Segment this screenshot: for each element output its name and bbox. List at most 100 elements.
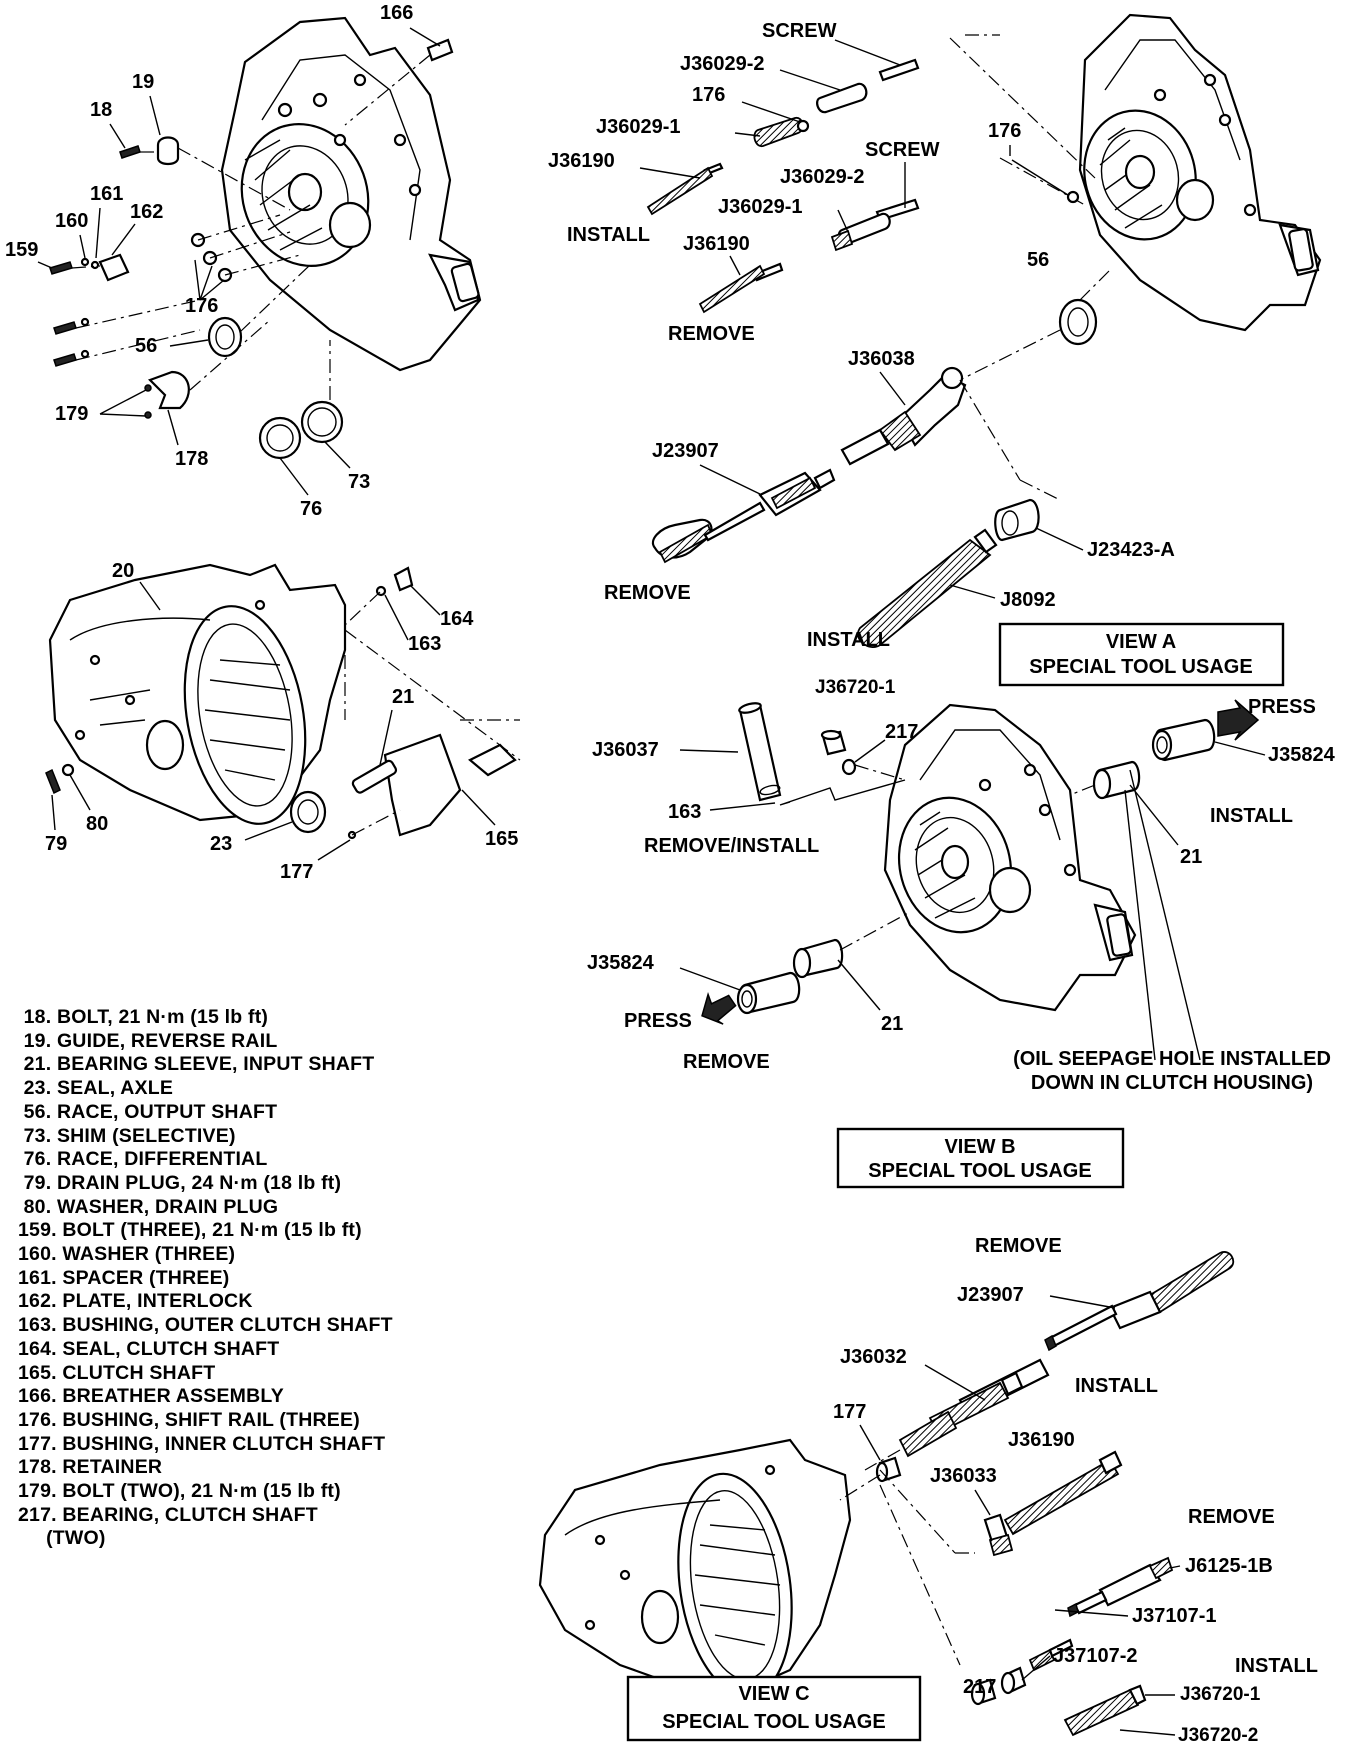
- callout-178: 178: [175, 448, 208, 470]
- view-c-label-j36190: J36190: [1008, 1429, 1075, 1451]
- view-b-label-j36720-1: J36720-1: [815, 677, 896, 698]
- view-a-label-install-top: INSTALL: [567, 224, 650, 246]
- legend-item: 19. GUIDE, REVERSE RAIL: [18, 1029, 278, 1052]
- legend-item: 164. SEAL, CLUTCH SHAFT: [18, 1337, 280, 1360]
- view-a-label-j36029-2-top: J36029-2: [680, 53, 765, 75]
- view-c-label-j37107-1: J37107-1: [1132, 1605, 1217, 1627]
- view-c-label-install-top: INSTALL: [1075, 1375, 1158, 1397]
- view-a-label-j36029-2-mid: J36029-2: [780, 166, 865, 188]
- callout-21: 21: [392, 686, 414, 708]
- view-b-label-21-right: 21: [1180, 846, 1202, 868]
- view-a-title-line-2: SPECIAL TOOL USAGE: [1029, 656, 1252, 678]
- view-c-title-line-1: VIEW C: [738, 1683, 809, 1705]
- legend-item: 76. RACE, DIFFERENTIAL: [18, 1148, 268, 1171]
- callout-165: 165: [485, 828, 518, 850]
- view-b-case: [883, 703, 1137, 1012]
- parts-legend: 18. BOLT, 21 N·m (15 lb ft) 19. GUIDE, R…: [18, 1006, 488, 1551]
- callout-20: 20: [112, 560, 134, 582]
- callout-161: 161: [90, 183, 123, 205]
- callout-76: 76: [300, 498, 322, 520]
- legend-item: 217. BEARING, CLUTCH SHAFT: [18, 1503, 318, 1526]
- view-a-label-screw-2: SCREW: [865, 139, 940, 161]
- callout-159: 159: [5, 239, 38, 261]
- view-c-title-box: [626, 1675, 922, 1742]
- callouts-top-left: 166 19 18 161 160 162 159 176 56 179 178…: [5, 2, 441, 520]
- legend-item: 161. SPACER (THREE): [18, 1266, 230, 1289]
- callout-23: 23: [210, 833, 232, 855]
- legend-item: 160. WASHER (THREE): [18, 1243, 236, 1266]
- view-c-tools: [626, 1251, 1235, 1742]
- view-c-label-j36720-2: J36720-2: [1178, 1725, 1258, 1746]
- view-c-label-j36032: J36032: [840, 1346, 907, 1368]
- transaxle-case-top-left: [220, 16, 482, 372]
- legend-item: 176. BUSHING, SHIFT RAIL (THREE): [18, 1408, 360, 1431]
- legend-item: 80. WASHER, DRAIN PLUG: [18, 1195, 279, 1218]
- view-b-label-remove-install: REMOVE/INSTALL: [644, 835, 819, 857]
- view-c-housing: [538, 1438, 852, 1698]
- legend-item: (TWO): [18, 1527, 106, 1550]
- legend-item: 177. BUSHING, INNER CLUTCH SHAFT: [18, 1432, 386, 1455]
- view-b-title-line-1: VIEW B: [944, 1136, 1015, 1158]
- view-a-label-j23423-a: J23423-A: [1087, 539, 1175, 561]
- view-a-label-j23907: J23907: [652, 440, 719, 462]
- view-c-label-j6125-1b: J6125-1B: [1185, 1555, 1273, 1577]
- view-c-labels: REMOVE J23907 J36032 INSTALL 177 J36190 …: [662, 1235, 1318, 1746]
- view-a-label-remove-bottom: REMOVE: [604, 582, 691, 604]
- legend-item: 21. BEARING SLEEVE, INPUT SHAFT: [18, 1053, 375, 1076]
- callout-80: 80: [86, 813, 108, 835]
- view-b-note-line-2: DOWN IN CLUTCH HOUSING): [1031, 1072, 1313, 1094]
- view-a-title-line-1: VIEW A: [1106, 631, 1176, 653]
- callout-73: 73: [348, 471, 370, 493]
- view-c-label-remove-top: REMOVE: [975, 1235, 1062, 1257]
- view-b-label-163: 163: [668, 801, 701, 823]
- clutch-housing-mid-left: [45, 563, 521, 840]
- view-a-label-j36190-mid: J36190: [683, 233, 750, 255]
- callouts-mid-left: 20 164 163 21 79 80 23 177 165: [45, 560, 518, 883]
- view-a-label-install-bottom: INSTALL: [807, 629, 890, 651]
- callout-56: 56: [135, 335, 157, 357]
- view-b-label-21-left: 21: [881, 1013, 903, 1035]
- legend-item: 18. BOLT, 21 N·m (15 lb ft): [18, 1006, 269, 1028]
- view-a-label-176-right: 176: [988, 120, 1021, 142]
- view-b-label-press-bottom: PRESS: [624, 1010, 692, 1032]
- view-b-label-j35824-left: J35824: [587, 952, 655, 974]
- view-b-label-install: INSTALL: [1210, 805, 1293, 827]
- view-b-label-remove: REMOVE: [683, 1051, 770, 1073]
- view-a-title-box: [998, 622, 1285, 687]
- view-c-label-177: 177: [833, 1401, 866, 1423]
- view-b-label-press-top: PRESS: [1248, 696, 1316, 718]
- view-a-tools: [646, 34, 1285, 687]
- legend-item: 165. CLUTCH SHAFT: [18, 1361, 216, 1384]
- view-a-case: [1078, 13, 1322, 332]
- callout-166: 166: [380, 2, 413, 24]
- view-a-label-screw-1: SCREW: [762, 20, 837, 42]
- view-c-label-install-bottom: INSTALL: [1235, 1655, 1318, 1677]
- view-a-labels: SCREW J36029-2 176 J36029-1 J36190 SCREW…: [548, 20, 1253, 678]
- callout-162: 162: [130, 201, 163, 223]
- view-b-tools: [701, 699, 1260, 1189]
- legend-item: 162. PLATE, INTERLOCK: [18, 1290, 253, 1313]
- view-a-label-56: 56: [1027, 249, 1049, 271]
- callout-177: 177: [280, 861, 313, 883]
- legend-item: 79. DRAIN PLUG, 24 N·m (18 lb ft): [18, 1171, 342, 1194]
- view-a-label-j8092: J8092: [1000, 589, 1056, 611]
- legend-item: 56. RACE, OUTPUT SHAFT: [18, 1100, 278, 1123]
- view-c-label-j36033: J36033: [930, 1465, 997, 1487]
- legend-item: 179. BOLT (TWO), 21 N·m (15 lb ft): [18, 1480, 341, 1503]
- legend-item: 178. RETAINER: [18, 1456, 163, 1479]
- view-a-label-176-left: 176: [692, 84, 725, 106]
- view-b-labels: J36720-1 217 PRESS J35824 J36037 INSTALL…: [587, 677, 1336, 1182]
- callout-179: 179: [55, 403, 88, 425]
- view-b-title-box: [836, 1127, 1125, 1189]
- view-c-label-j23907: J23907: [957, 1284, 1024, 1306]
- legend-item: 73. SHIM (SELECTIVE): [18, 1124, 236, 1147]
- callout-163: 163: [408, 633, 441, 655]
- view-b-label-217: 217: [885, 721, 918, 743]
- view-a-label-j36029-1-top: J36029-1: [596, 116, 681, 138]
- view-b-note-line-1: (OIL SEEPAGE HOLE INSTALLED: [1013, 1048, 1331, 1070]
- legend-item: 159. BOLT (THREE), 21 N·m (15 lb ft): [18, 1219, 362, 1242]
- view-a-label-j36038: J36038: [848, 348, 915, 370]
- callout-160: 160: [55, 210, 88, 232]
- callout-79: 79: [45, 833, 67, 855]
- view-c-label-j37107-2: J37107-2: [1053, 1645, 1138, 1667]
